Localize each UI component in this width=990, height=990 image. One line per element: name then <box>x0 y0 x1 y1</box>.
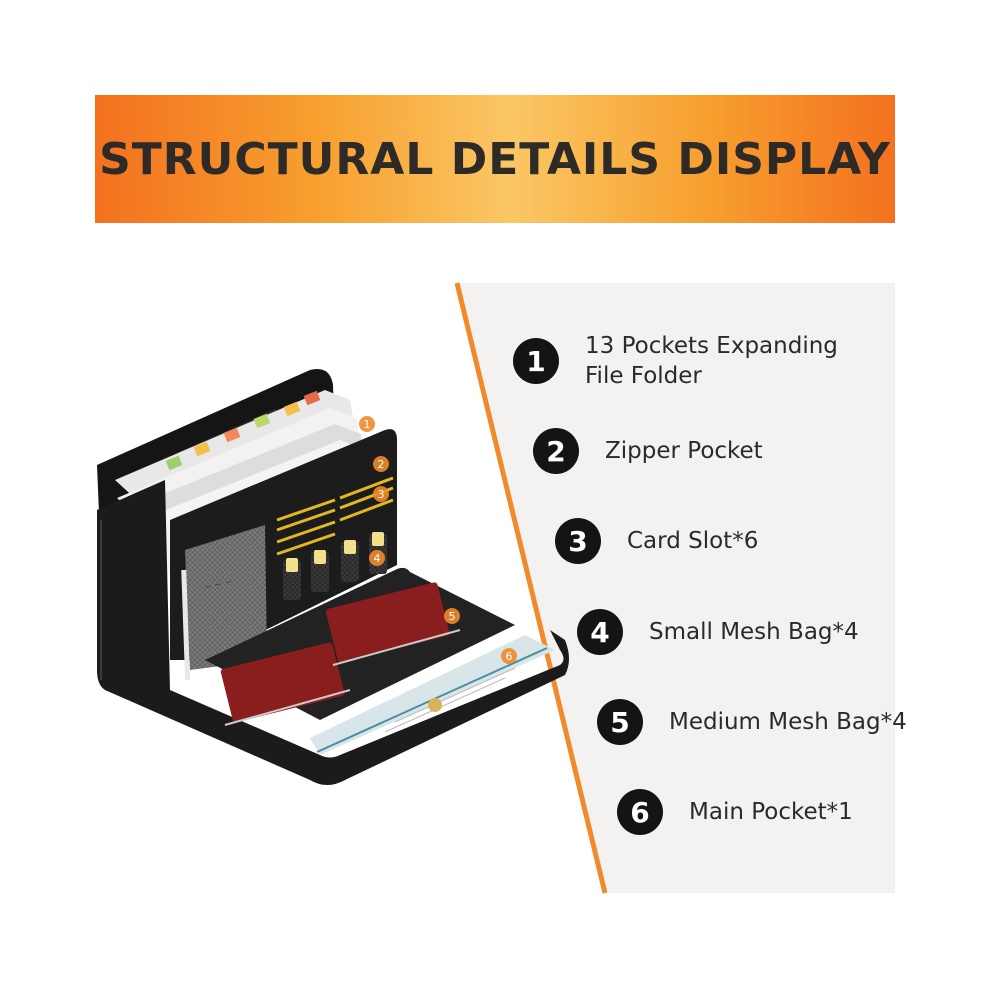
number-badge: 5 <box>597 699 643 745</box>
feature-label: Small Mesh Bag*4 <box>649 619 859 645</box>
number-badge: 6 <box>617 789 663 835</box>
feature-item-6: 6 Main Pocket*1 <box>617 789 853 835</box>
feature-label: Medium Mesh Bag*4 <box>669 709 907 735</box>
product-markers: 1 2 3 4 5 6 <box>359 416 517 664</box>
marker-2: 2 <box>378 458 385 471</box>
features-panel: 1 13 Pockets Expanding File Folder 2 Zip… <box>454 282 907 894</box>
card-slots <box>276 476 394 556</box>
feature-item-1: 1 13 Pockets Expanding File Folder <box>513 331 838 391</box>
feature-label-line1: 13 Pockets Expanding <box>585 333 838 359</box>
number-badge: 3 <box>555 518 601 564</box>
feature-label: Main Pocket*1 <box>689 799 853 825</box>
feature-item-4: 4 Small Mesh Bag*4 <box>577 609 859 655</box>
banner-title: STRUCTURAL DETAILS DISPLAY <box>99 133 891 185</box>
header-banner: STRUCTURAL DETAILS DISPLAY <box>95 95 895 223</box>
medium-mesh-bags <box>220 582 461 726</box>
feature-label: 13 Pockets Expanding File Folder <box>585 331 838 391</box>
feature-label-line2: File Folder <box>585 363 702 389</box>
feature-item-2: 2 Zipper Pocket <box>533 428 763 474</box>
marker-3: 3 <box>378 488 385 501</box>
marker-5: 5 <box>449 610 456 623</box>
marker-1: 1 <box>364 418 371 431</box>
feature-item-3: 3 Card Slot*6 <box>555 518 758 564</box>
feature-label: Zipper Pocket <box>605 438 763 464</box>
marker-6: 6 <box>506 650 513 663</box>
marker-4: 4 <box>374 552 381 565</box>
feature-label: Card Slot*6 <box>627 528 759 554</box>
small-mesh-bags <box>283 532 387 600</box>
feature-item-5: 5 Medium Mesh Bag*4 <box>597 699 907 745</box>
number-badge: 4 <box>577 609 623 655</box>
number-badge: 1 <box>513 338 559 384</box>
product-image: ~ ~ ~ <box>95 360 575 830</box>
file-organizer-illustration: ~ ~ ~ <box>97 369 569 785</box>
number-badge: 2 <box>533 428 579 474</box>
